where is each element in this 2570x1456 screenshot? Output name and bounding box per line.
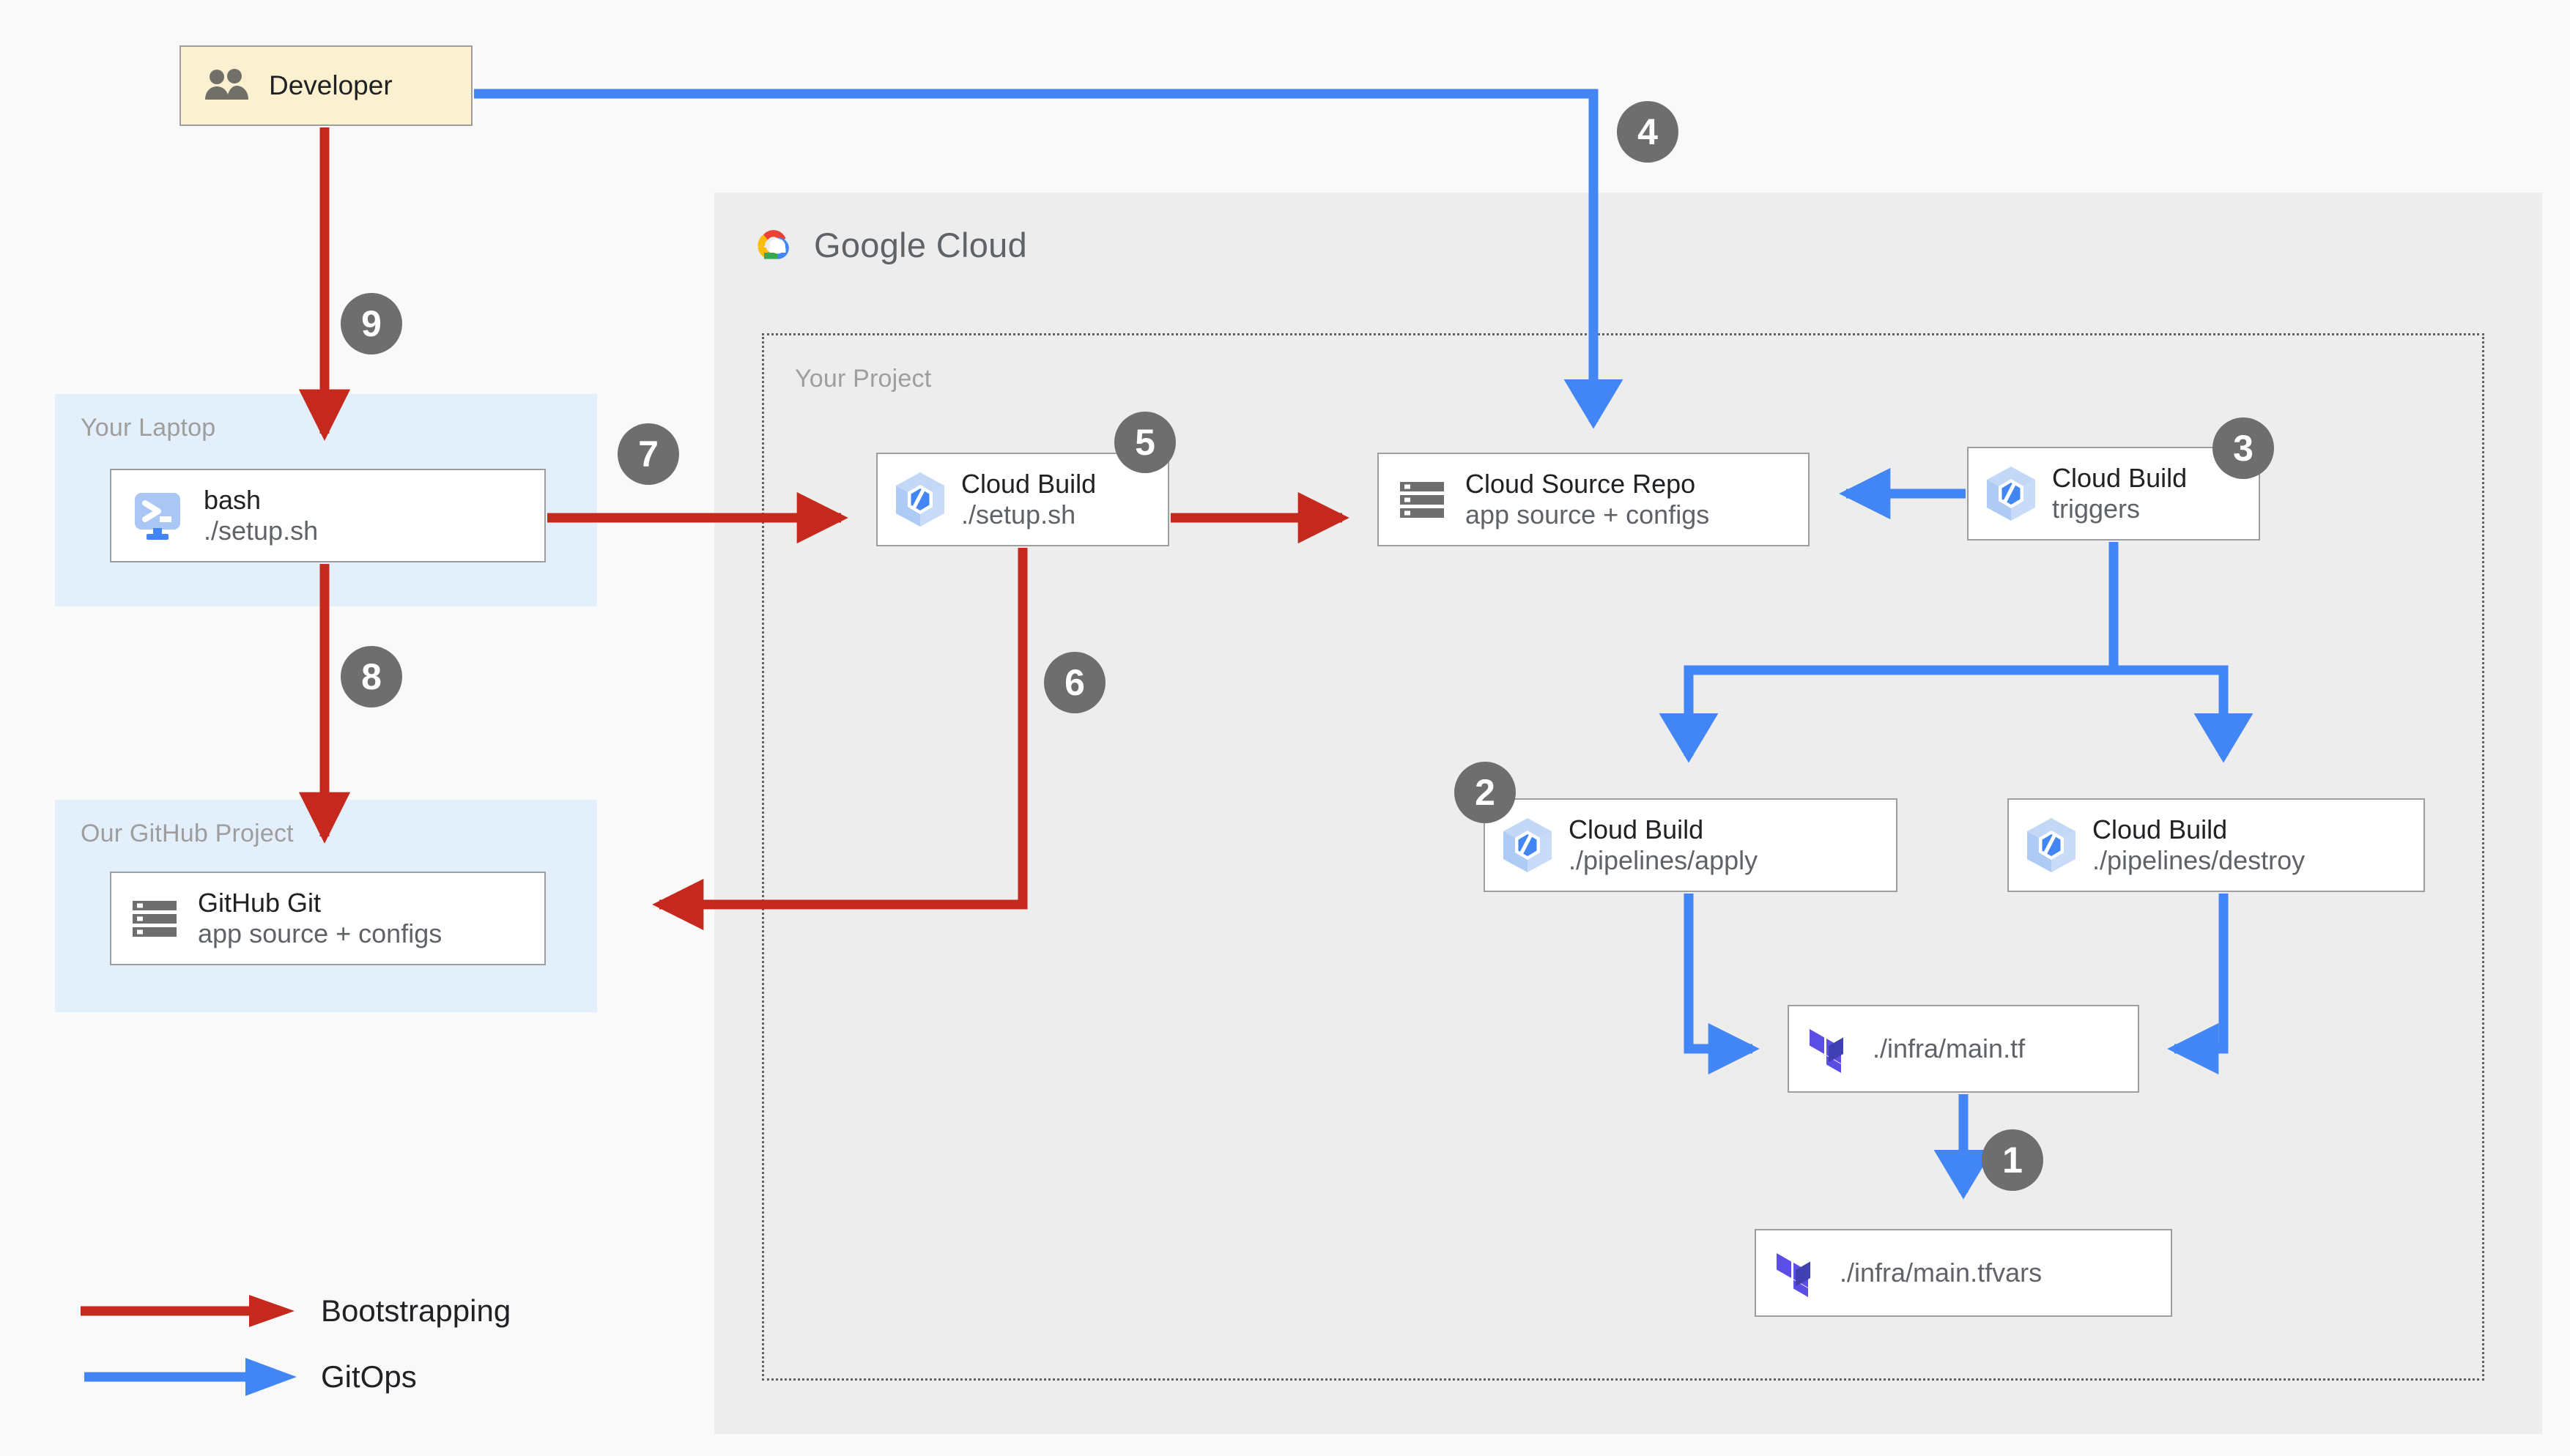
node-cloud-build-triggers[interactable]: Cloud Build triggers [1967,447,2260,541]
terraform-icon [1808,1023,1854,1074]
legend: Bootstrapping GitOps [81,1278,511,1410]
step-badge-7: 7 [618,423,679,485]
node-main-tfvars[interactable]: ./infra/main.tfvars [1755,1229,2172,1317]
node-cloud-source-repo[interactable]: Cloud Source Repo app source + configs [1377,453,1810,546]
step-badge-1: 1 [1982,1129,2043,1191]
node-title: Cloud Source Repo [1465,468,1696,499]
node-subtitle: ./setup.sh [204,516,319,546]
google-cloud-logo-icon [754,224,798,266]
our-github-project-label: Our GitHub Project [81,820,294,847]
step-badge-8: 8 [341,646,402,707]
your-project-label: Your Project [795,365,932,393]
google-word: Google [814,226,927,264]
node-subtitle: app source + configs [1465,499,1710,530]
step-badge-4: 4 [1617,101,1678,163]
repository-icon [130,894,179,943]
blue-arrow-icon [84,1358,297,1396]
node-subtitle: triggers [2052,494,2141,524]
cloud-build-icon [894,471,947,528]
cloud-build-icon [1501,817,1554,874]
google-cloud-header: Google Cloud [754,224,1027,266]
legend-item-bootstrapping: Bootstrapping [81,1278,511,1344]
node-cloud-build-destroy[interactable]: Cloud Build ./pipelines/destroy [2007,798,2425,892]
repository-icon [1398,475,1446,524]
node-title: bash [204,484,262,515]
node-subtitle: app source + configs [198,918,442,948]
terraform-icon [1775,1247,1821,1299]
node-title: Cloud Build [2052,462,2188,493]
node-main-tf[interactable]: ./infra/main.tf [1788,1005,2139,1093]
node-bash[interactable]: bash ./setup.sh [110,469,546,562]
step-badge-5: 5 [1114,412,1176,473]
step-badge-2: 2 [1454,762,1516,823]
cloud-build-icon [1985,465,2037,522]
people-icon [204,69,250,103]
node-title: Cloud Build [2092,814,2228,844]
node-developer[interactable]: Developer [179,45,473,126]
cloud-build-icon [2025,817,2078,874]
terminal-icon [130,489,185,543]
node-cloud-build-setup[interactable]: Cloud Build ./setup.sh [876,453,1169,546]
node-title: ./infra/main.tfvars [1840,1257,2043,1288]
node-title: ./infra/main.tf [1873,1033,2026,1063]
node-github-git[interactable]: GitHub Git app source + configs [110,872,546,965]
legend-label: GitOps [321,1359,417,1394]
node-subtitle: ./pipelines/apply [1569,845,1758,875]
node-cloud-build-apply[interactable]: Cloud Build ./pipelines/apply [1484,798,1897,892]
legend-item-gitops: GitOps [81,1344,511,1410]
cloud-word: Cloud [936,226,1028,264]
step-badge-6: 6 [1044,652,1106,713]
your-laptop-label: Your Laptop [81,414,216,442]
node-subtitle: ./pipelines/destroy [2092,845,2306,875]
step-badge-3: 3 [2212,417,2274,479]
node-title: Cloud Build [961,468,1097,499]
step-badge-9: 9 [341,293,402,354]
node-title: Cloud Build [1569,814,1704,844]
node-subtitle: ./setup.sh [961,499,1076,530]
red-arrow-icon [81,1295,295,1327]
node-title: GitHub Git [198,887,322,918]
legend-label: Bootstrapping [321,1293,511,1328]
google-cloud-wordmark: Google Cloud [814,225,1027,265]
node-title: Developer [269,70,393,101]
